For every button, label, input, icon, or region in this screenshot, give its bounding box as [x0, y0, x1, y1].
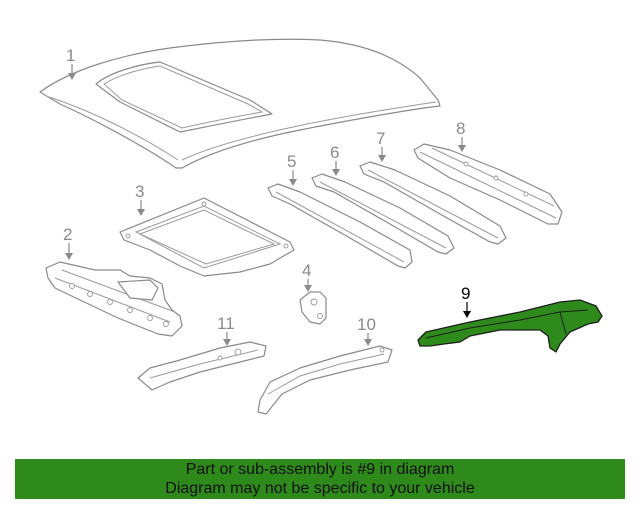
part-5-roof-bow: [267, 183, 413, 269]
callout-9[interactable]: 9: [461, 284, 471, 318]
svg-text:2: 2: [63, 225, 72, 244]
part-1-roof-panel: [39, 38, 441, 169]
info-banner: Part or sub-assembly is #9 in diagram Di…: [15, 459, 625, 499]
callout-3: 3: [135, 182, 145, 216]
callout-8: 8: [456, 119, 466, 152]
callout-7: 7: [376, 129, 386, 162]
svg-text:9: 9: [461, 284, 470, 303]
part-11-inner-reinforcement: [137, 341, 267, 391]
part-6-roof-bow: [311, 173, 455, 255]
svg-text:4: 4: [302, 261, 311, 280]
callout-10: 10: [357, 315, 376, 346]
svg-text:11: 11: [217, 314, 235, 333]
callout-2: 2: [63, 225, 73, 260]
part-8-rear-roof-rail: [413, 143, 563, 225]
part-4-bracket: [299, 291, 327, 325]
callout-6: 6: [330, 143, 340, 176]
part-2-front-header: [45, 261, 183, 337]
banner-line-disclaimer: Diagram may not be specific to your vehi…: [165, 480, 475, 497]
svg-text:7: 7: [376, 129, 385, 148]
callout-5: 5: [287, 152, 297, 186]
callout-1: 1: [66, 46, 76, 80]
callout-11: 11: [217, 314, 235, 346]
callout-4: 4: [302, 261, 312, 292]
svg-text:1: 1: [66, 46, 75, 65]
part-3-sunroof-frame: [119, 197, 295, 277]
svg-text:8: 8: [456, 119, 465, 138]
banner-line-part-number: Part or sub-assembly is #9 in diagram: [185, 461, 455, 478]
svg-text:5: 5: [287, 152, 296, 171]
part-9-roof-side-rail[interactable]: [417, 299, 603, 353]
svg-text:6: 6: [330, 143, 339, 162]
svg-text:10: 10: [357, 315, 376, 334]
svg-text:3: 3: [135, 182, 144, 201]
part-10-side-inner-rail: [257, 345, 393, 415]
part-7-roof-bow: [359, 161, 507, 245]
